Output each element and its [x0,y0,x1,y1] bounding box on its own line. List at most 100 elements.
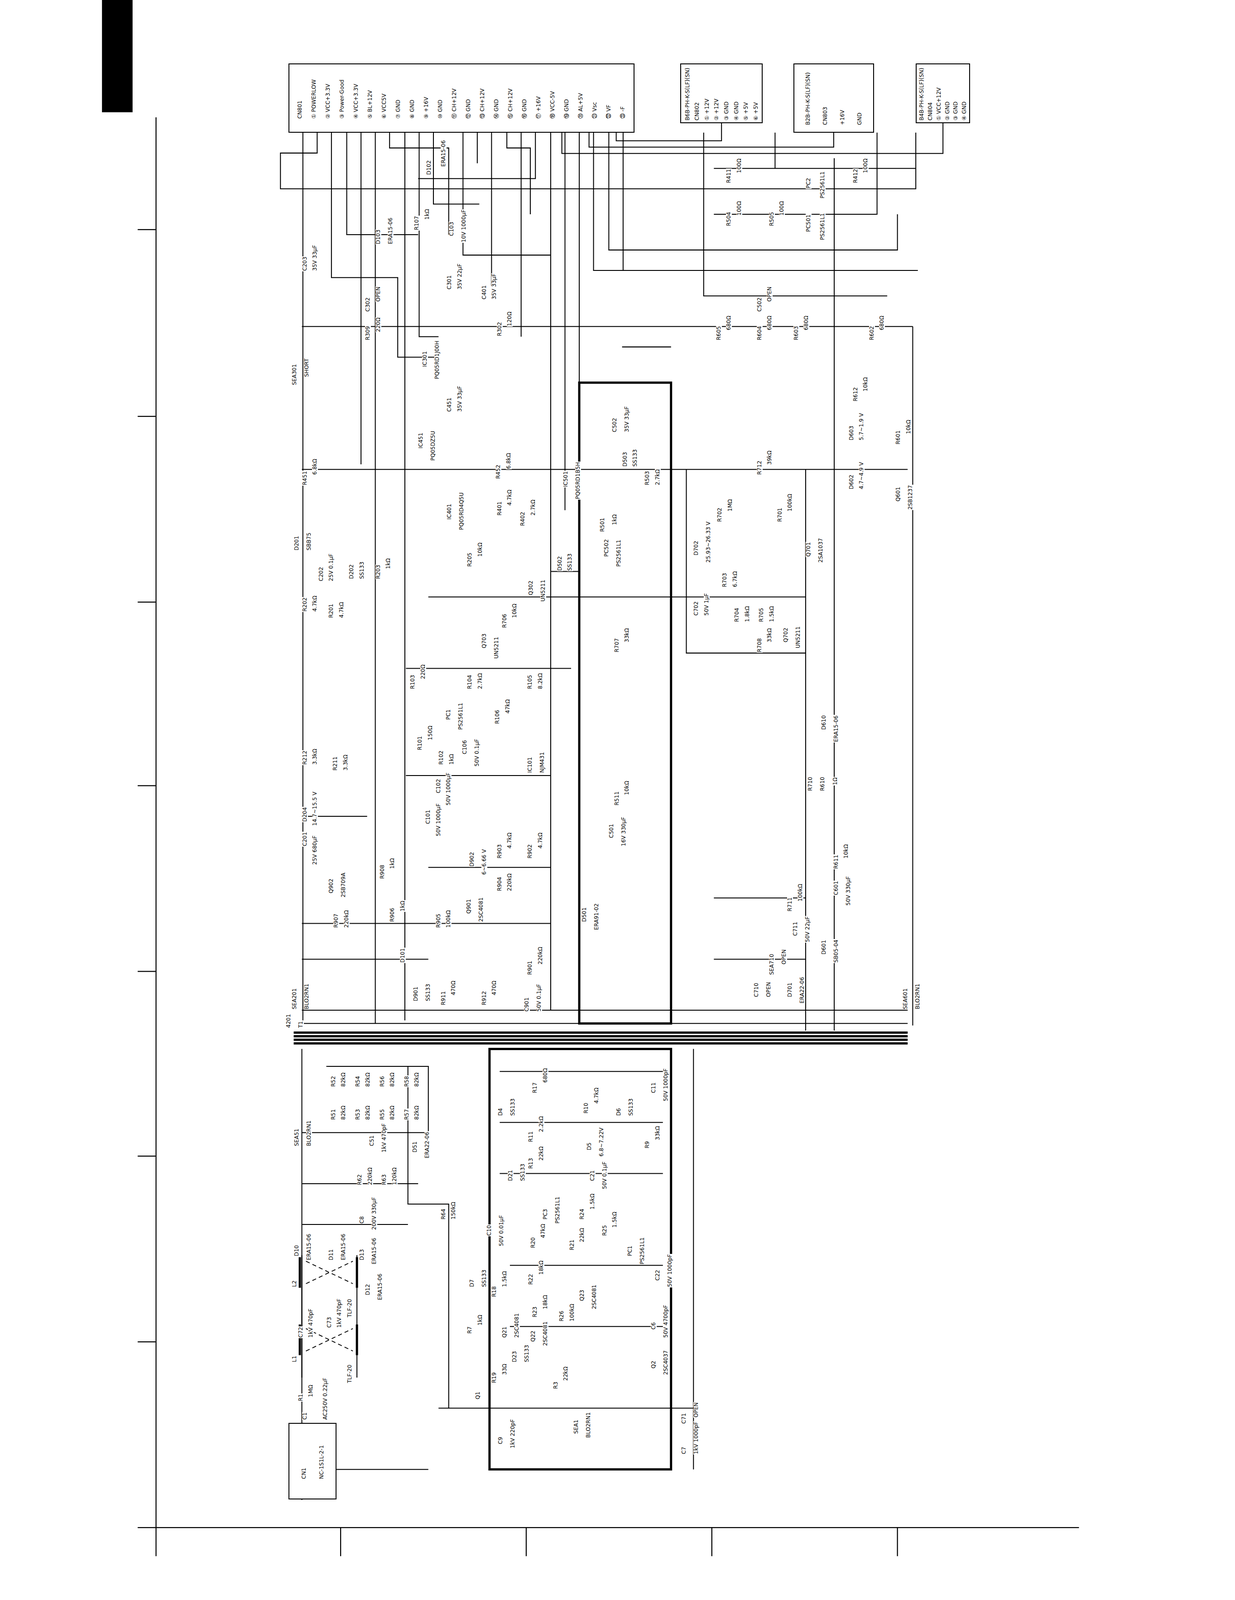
pin-column: ⑰ +16V [534,77,543,119]
component-label: C702 [693,600,700,616]
component-label: ERA22-06 [799,975,806,1004]
component-label: R711 [787,896,793,912]
pin-label: GND [856,112,863,126]
pin-column: ⑥ VCC5V [380,77,388,119]
connector-name: B6B-PH-K-S(LF)(SN) [684,67,691,121]
component-label: C711 [792,921,799,937]
pin-label: ⑤ +5V [742,101,750,121]
component-label: 25V 680μF [312,834,318,865]
component-label: R9 [644,1140,651,1149]
component-label: 680Ω [542,1067,549,1083]
component-label: BLO2RN1 [306,1119,313,1147]
component-label: 18kΩ [538,1259,545,1275]
component-label: T1 [297,1020,304,1029]
component-label: R906 [389,906,396,922]
component-label: 2SC4081 [478,896,485,923]
pin-label: ⑯ GND [521,98,528,119]
component-label: OPEN [765,981,772,998]
component-label: R101 [417,735,423,751]
component-label: R25 [601,1224,608,1237]
component-label: R107 [413,215,420,231]
component-label: 100kΩ [445,909,452,928]
pin-column: CN1 [300,1442,308,1479]
component-label: 4.7kΩ [506,489,513,506]
page-tab [101,0,133,113]
pin-column: ③ GND [722,66,731,121]
component-label: PC1 [445,708,452,721]
pin-column: CN802 [693,66,701,121]
pin-column: ① POWERLOW [310,77,318,119]
component-label: D702 [693,540,700,556]
component-label: R903 [496,843,503,859]
component-label: D201 [293,535,300,551]
component-label: 120kΩ [391,1166,398,1186]
component-label: ERA91-02 [593,902,600,931]
pin-label: ③ Power-Good [338,79,346,119]
component-label: 2.7kΩ [654,468,661,486]
pin-column: ③ GND [951,66,960,121]
pin-column: ③ Power-Good [338,77,346,119]
component-label: C102 [435,778,442,794]
pin-label: CN804 [927,101,934,121]
component-label: R22 [528,1273,534,1286]
component-label: PS2561L1 [554,1196,561,1225]
component-label: 50V 22μF [804,915,811,943]
component-label: 4.7~4.9 V [858,461,865,490]
component-label: 150Ω [427,725,434,741]
component-label: 1kV 1000pF [693,1420,700,1455]
component-label: Q601 [895,486,902,502]
component-label: 3.3kΩ [342,754,349,771]
component-label: 10kΩ [477,541,484,557]
pin-column: ② VCC+3.3V [324,77,332,119]
component-label: Q901 [466,898,472,914]
component-label: C502 [611,417,618,433]
component-label: PC2 [805,177,812,189]
component-label: R703 [721,572,728,588]
component-label: C401 [481,284,488,300]
component-label: 35V 33μF [456,385,463,413]
pin-label: ① POWERLOW [310,79,318,119]
component-label: UN5211 [795,625,802,649]
pin-column: ② GND [943,66,952,121]
component-label: R912 [481,990,488,1006]
component-label: R309 [365,325,371,341]
component-label: 100Ω [862,158,869,174]
component-label: R611 [833,853,840,869]
pin-column: CN801 [296,77,304,119]
component-label: 6~6.66 V [481,848,488,875]
component-label: 680Ω [766,315,773,331]
component-label: R707 [614,637,620,653]
component-label: PC501 [805,214,812,233]
component-label: 470Ω [491,980,498,996]
component-label: R57 [403,1108,410,1120]
component-label: R902 [527,843,534,859]
wire-connector [589,132,834,148]
component-label: 22kΩ [579,1226,586,1242]
pin-label: ② VCC+3.3V [324,83,332,119]
pin-label: ⑧ GND [408,99,416,119]
component-label: 1kΩ [611,513,618,526]
component-label: ERA15-06 [377,1273,384,1301]
component-label: 25.93~26.33 V [705,520,712,563]
component-label: 1kV 470pF [307,1307,314,1338]
component-label: D6 [615,1107,622,1116]
component-label: 82kΩ [413,1071,420,1087]
pin-label: ② +12V [713,98,720,121]
connector-box: CN1NC-1S1L-2-1 [288,1422,337,1500]
component-label: PQ05RD1J00H [434,340,441,380]
component-label: IC401 [446,503,453,521]
component-label: 33kΩ [766,627,773,643]
component-label: 100kΩ [797,883,804,902]
component-label: R104 [466,674,473,690]
component-label: D501 [581,906,588,923]
pin-label: ⑥ VCC5V [380,93,388,119]
pin-column: ① VCC+12V [935,66,943,121]
component-label: R52 [330,1075,337,1088]
component-label: OPEN [766,285,773,302]
component-label: 47kΩ [540,1222,547,1238]
component-label: BLO2RN1 [585,1411,592,1439]
component-label: C8 [359,1215,366,1224]
component-label: 1.5kΩ [611,1210,618,1228]
component-label: 2SA1037 [817,537,824,563]
component-label: D102 [426,159,433,176]
